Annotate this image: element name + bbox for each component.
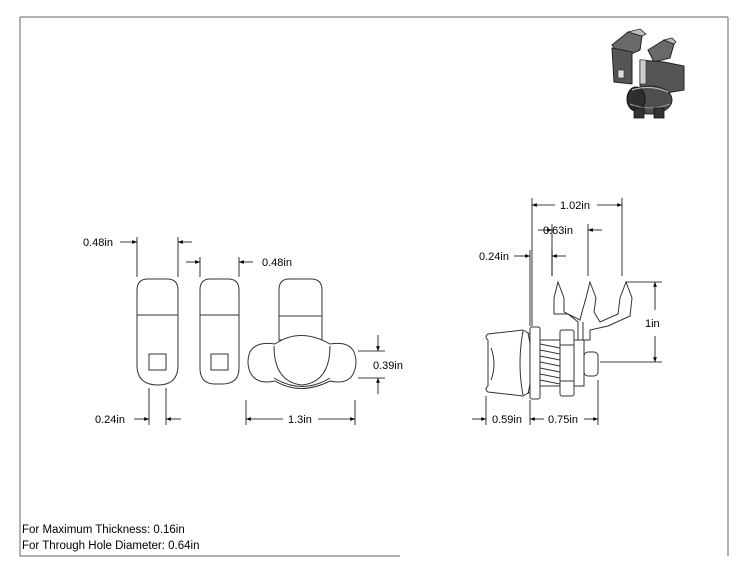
dim-label-cam-height: 0.39in — [373, 360, 403, 372]
dimension-shaft-length — [584, 380, 599, 425]
dim-label-prong-pitch: 0.63in — [543, 225, 573, 237]
dim-label-overall-width: 1.02in — [560, 200, 590, 212]
dim-label-shaft-length: 0.75in — [548, 414, 578, 426]
dimension-prong-offset — [514, 250, 566, 326]
dim-label-height-right: 1in — [645, 318, 660, 330]
note-max-thickness: For Maximum Thickness: 0.16in — [22, 524, 185, 536]
sheet-border — [19, 16, 729, 557]
dim-label-prong-offset: 0.24in — [479, 251, 509, 263]
note-hole-diameter: For Through Hole Diameter: 0.64in — [22, 540, 200, 552]
dimension-cam-length — [245, 400, 356, 425]
dimension-width-middle — [186, 257, 253, 277]
dimension-height-right — [600, 281, 662, 363]
dim-label-body-length: 0.59in — [492, 414, 522, 426]
cam-view-side — [199, 278, 240, 385]
dimension-body-length — [472, 396, 544, 425]
dim-label-square-left: 0.24in — [95, 414, 125, 426]
cam-ring-view — [247, 278, 357, 389]
dimension-width-left — [120, 237, 192, 277]
dim-label-width-left: 0.48in — [83, 237, 113, 249]
isometric-thumbnail — [611, 28, 685, 119]
dim-label-width-middle: 0.48in — [262, 257, 292, 269]
dimension-cam-height — [358, 335, 385, 394]
lock-assembly-side — [485, 280, 633, 400]
dimension-square-left — [134, 388, 181, 425]
cam-view-front — [136, 278, 179, 386]
dim-label-cam-length: 1.3in — [288, 414, 312, 426]
dimension-overall-width — [531, 198, 623, 326]
